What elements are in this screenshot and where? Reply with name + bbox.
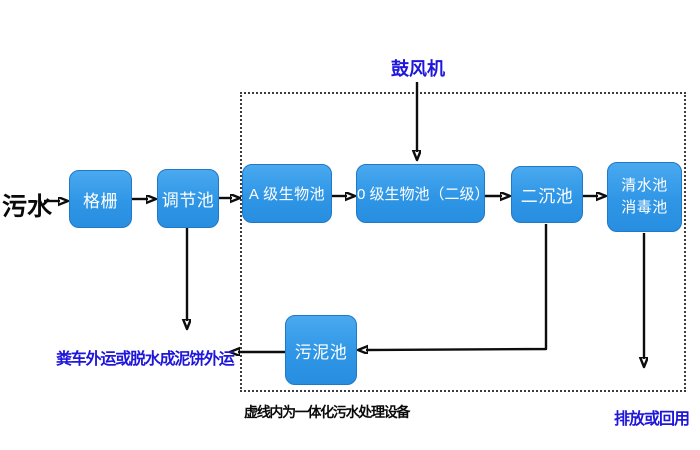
blower-label: 鼓风机 bbox=[391, 59, 445, 79]
grid-tank-label: 格栅 bbox=[83, 191, 118, 211]
clean-water-tank-label: 清水池 bbox=[621, 177, 668, 195]
o-level-bio-tank-label: 0 级生物池（二级） bbox=[357, 186, 490, 203]
arrow-sedimentation-to-sludge bbox=[366, 224, 548, 350]
regulating-tank-label: 调节池 bbox=[161, 191, 215, 210]
o-level-bio-tank-box: 0 级生物池（二级） bbox=[356, 164, 490, 223]
sludge-tank-label: 污泥池 bbox=[294, 342, 348, 362]
a-level-bio-tank-label: A 级生物池 bbox=[248, 186, 326, 203]
integrated-equipment-dashed-boundary bbox=[240, 92, 686, 392]
discharge-label: 排放或回用 bbox=[614, 411, 690, 428]
clean-water-disinfection-tank-box: 清水池 消毒池 bbox=[607, 162, 682, 232]
grid-tank-box: 格栅 bbox=[69, 170, 132, 228]
secondary-sedimentation-tank-label: 二沉池 bbox=[520, 187, 574, 206]
equipment-caption: 虚线内为一体化污水处理设备 bbox=[244, 404, 410, 420]
influent-label: 污水 bbox=[2, 193, 53, 221]
secondary-sedimentation-tank-box: 二沉池 bbox=[511, 166, 583, 223]
a-level-bio-tank-box: A 级生物池 bbox=[242, 164, 332, 223]
sludge-tank-box: 污泥池 bbox=[285, 315, 357, 385]
disinfection-tank-label: 消毒池 bbox=[621, 199, 668, 216]
regulating-tank-box: 调节池 bbox=[157, 169, 219, 228]
sludge-disposal-label: 粪车外运或脱水成泥饼外运 bbox=[56, 351, 235, 368]
